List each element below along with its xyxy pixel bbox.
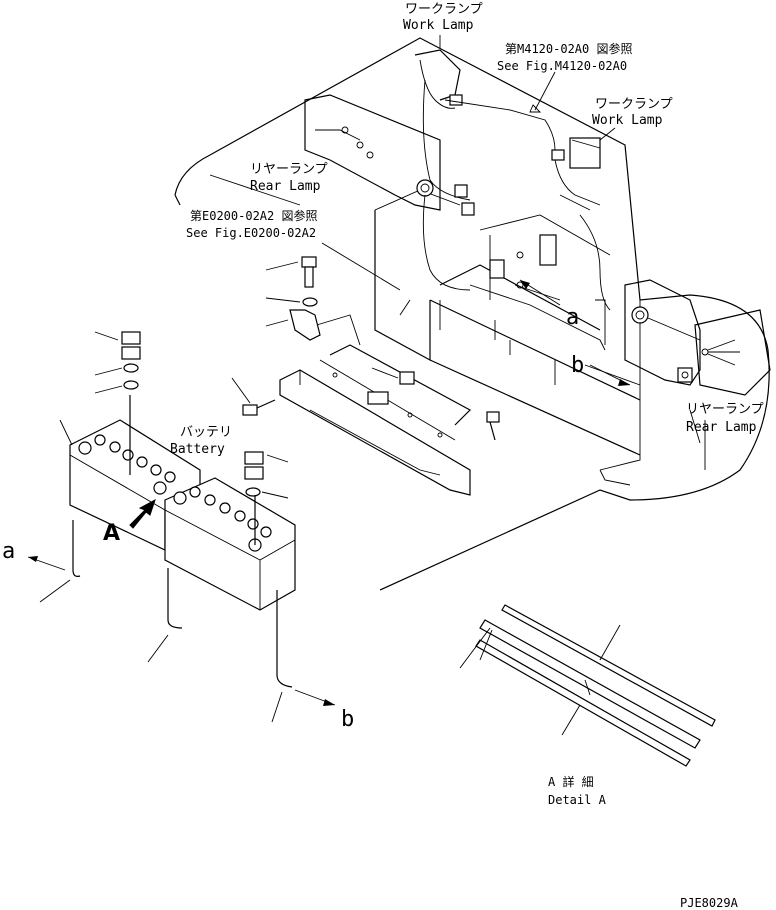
- label-rear-lamp-left-jp: リヤーランプ: [250, 162, 328, 177]
- j-bolt-a: [39, 520, 81, 603]
- label-work-lamp-right-jp: ワークランプ: [595, 97, 673, 112]
- relay: [489, 259, 505, 279]
- clamp-bracket: [265, 309, 321, 341]
- bolt-upper: [265, 256, 317, 288]
- leader-lines: [59, 35, 706, 470]
- j-bolt-center: [147, 568, 183, 663]
- label-ref-m4120-jp: 第M4120-02A0 図参照: [505, 41, 632, 56]
- work-lamp-right: [551, 137, 611, 311]
- label-rear-lamp-right-jp: リヤーランプ: [686, 402, 764, 417]
- label-route-b-left: b: [341, 707, 354, 732]
- washer-left-2: [94, 380, 139, 394]
- rear-lamp-left: [304, 94, 475, 291]
- nut-stack-left: [94, 331, 141, 360]
- route-arrow-a-right: [519, 279, 561, 306]
- route-arrow-b-left: [294, 689, 336, 706]
- battery-hold-bar: [129, 395, 256, 545]
- label-work-lamp-top-jp: ワークランプ: [405, 2, 483, 17]
- label-battery-en: Battery: [170, 442, 225, 457]
- bracket: [539, 234, 557, 266]
- label-rear-lamp-left-en: Rear Lamp: [250, 179, 321, 194]
- washer-upper: [265, 297, 318, 307]
- label-work-lamp-top-en: Work Lamp: [403, 18, 474, 33]
- bolt-tray: [486, 411, 500, 441]
- battery-right: [164, 477, 296, 611]
- label-ref-m4120-en: See Fig.M4120-02A0: [497, 59, 627, 73]
- bolt-mid: [231, 377, 276, 416]
- detail-a-drawing: [459, 604, 716, 767]
- washer-left: [94, 363, 139, 376]
- label-route-a-right: a: [566, 305, 579, 330]
- machine-body-outline: [174, 37, 770, 591]
- label-route-b-right: b: [571, 353, 584, 378]
- label-view-a: A: [103, 521, 120, 546]
- cable-routes: [399, 284, 641, 386]
- label-ref-e0200-jp: 第E0200-02A2 図参照: [190, 208, 317, 223]
- label-detail-a-en: Detail A: [548, 793, 607, 807]
- route-arrow-b-right: [589, 364, 631, 386]
- view-a-arrow: [129, 498, 156, 529]
- label-rear-lamp-right-en: Rear Lamp: [686, 420, 757, 435]
- rear-frame-box: [374, 189, 641, 456]
- work-lamp-top: [414, 49, 556, 201]
- battery-tray: [279, 314, 471, 496]
- rear-lamp-right: [624, 279, 771, 396]
- label-route-a-left: a: [2, 539, 15, 564]
- nut-stack-right: [244, 451, 289, 480]
- text-labels: ワークランプ Work Lamp 第M4120-02A0 図参照 See Fig…: [2, 2, 764, 910]
- label-ref-e0200-en: See Fig.E0200-02A2: [186, 226, 316, 240]
- nut-mid: [371, 367, 415, 385]
- fasteners: [94, 256, 500, 499]
- label-detail-a-jp: A 詳 細: [548, 774, 594, 789]
- label-drawing-number: PJE8029A: [680, 896, 739, 910]
- j-bolt-b: [271, 590, 293, 723]
- washer-right: [245, 487, 289, 499]
- route-arrow-a-left: [27, 556, 66, 571]
- label-battery-jp: バッテリ: [180, 425, 232, 440]
- label-work-lamp-right-en: Work Lamp: [592, 113, 663, 128]
